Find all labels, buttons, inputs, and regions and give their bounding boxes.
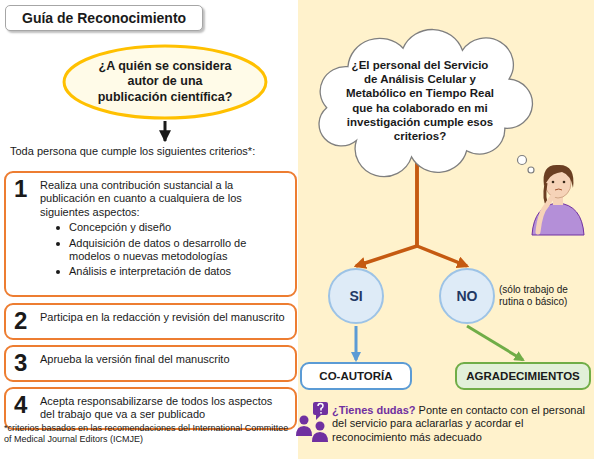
question-ellipse: ¿A quién se considera autor de una publi… — [62, 44, 268, 120]
node-text: SI — [349, 288, 362, 304]
answer-circle: SI — [328, 268, 384, 324]
cloud-shape — [319, 30, 532, 177]
criterion-body: Participa en la redacción y revisión del… — [40, 309, 287, 324]
footnote: *criterios basados en las recomendacione… — [4, 423, 298, 445]
ellipse-shape — [64, 46, 266, 118]
thinking-person — [532, 165, 584, 235]
node-text: CO-AUTORÍA — [319, 370, 392, 382]
down-arrow — [164, 121, 167, 141]
connector-arrow — [417, 159, 467, 266]
text-wrap: ¿El personal del Servicio de Análisis Ce… — [344, 58, 496, 142]
cloud-outline — [314, 38, 526, 161]
node-text: ¿El personal del Servicio de Análisis Ce… — [344, 58, 496, 142]
note-text: (sólo trabajo de rutina o básico) — [499, 284, 591, 307]
text-wrap: AGRADECIMIENTOS — [466, 370, 580, 382]
criterion-text: Participa en la redacción y revisión del… — [40, 311, 287, 324]
criterion-body: Realiza una contribución sustancial a la… — [40, 177, 287, 279]
criterion-box: 3Aprueba la versión final del manuscrito — [4, 345, 297, 382]
doubt-note: ¿Tienes dudas? Ponte en contacto con el … — [332, 404, 590, 444]
thought-cloud: ¿El personal del Servicio de Análisis Ce… — [314, 38, 526, 161]
node-text: NO — [457, 288, 478, 304]
criterion-text: Realiza una contribución sustancial a la… — [40, 179, 287, 219]
criterion-text: Aprueba la versión final del manuscrito — [40, 353, 287, 366]
bullet-text: Adquisición de datos o desarrollo de mod… — [69, 237, 287, 264]
connector-arrow — [355, 326, 358, 360]
node-text: ¿A quién se considera autor de una publi… — [92, 59, 238, 106]
bullet-row: Adquisición de datos o desarrollo de mod… — [56, 237, 287, 264]
criterion-box: 1Realiza una contribución sustancial a l… — [4, 171, 297, 297]
text-wrap: ¿A quién se considera autor de una publi… — [92, 59, 238, 106]
answer-circle: NO — [439, 268, 495, 324]
criterion-number: 3 — [14, 351, 40, 375]
intro-text: Toda persona que cumple los siguientes c… — [10, 145, 296, 158]
bullet-dot — [56, 242, 60, 246]
thought-bubbles — [518, 156, 535, 174]
node-text: AGRADECIMIENTOS — [466, 370, 580, 382]
connector-arrow — [467, 326, 523, 360]
criterion-number: 4 — [14, 393, 40, 417]
criterion-text: Acepta responsabilizarse de todos los as… — [40, 395, 287, 422]
bullet-dot — [56, 226, 60, 230]
criterion-body: Aprueba la versión final del manuscrito — [40, 351, 287, 366]
bullet-text: Concepción y diseño — [69, 221, 171, 234]
page-title: Guía de Reconocimiento — [5, 5, 203, 31]
text-wrap: CO-AUTORÍA — [319, 370, 392, 382]
result-box: AGRADECIMIENTOS — [455, 362, 591, 390]
criterion-number: 2 — [14, 309, 40, 333]
criterion-box: 2Participa en la redacción y revisión de… — [4, 303, 297, 340]
bullet-dot — [56, 270, 60, 274]
bullet-row: Concepción y diseño — [56, 221, 287, 234]
question-people-icon — [296, 402, 328, 442]
bullet-row: Análisis e interpretación de datos — [56, 265, 287, 278]
doubt-heading: ¿Tienes dudas? — [332, 404, 416, 416]
text-wrap: NO — [457, 288, 478, 304]
criterion-number: 1 — [14, 177, 40, 201]
text-wrap: SI — [349, 288, 362, 304]
bullet-text: Análisis e interpretación de datos — [69, 265, 231, 278]
result-box: CO-AUTORÍA — [300, 362, 412, 390]
criterion-body: Acepta responsabilizarse de todos los as… — [40, 393, 287, 422]
